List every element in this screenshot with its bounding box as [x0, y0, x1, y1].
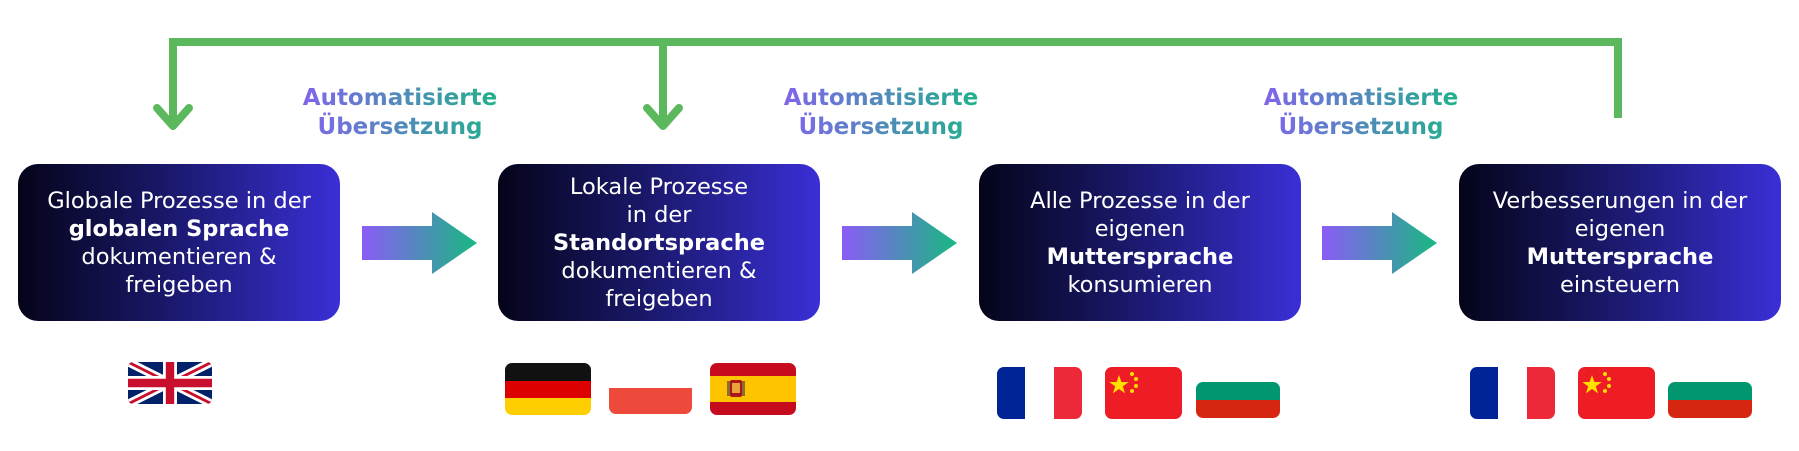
translation-label-3: Automatisierte Übersetzung [1241, 84, 1481, 142]
process-box-text: Globale Prozesse in der globalen Sprache… [47, 187, 311, 298]
china-flag-icon [1578, 367, 1655, 419]
translation-label-2: Automatisierte Übersetzung [761, 84, 1001, 142]
loop-line [169, 38, 1622, 120]
uk-flag-icon [128, 362, 212, 404]
flow-arrow-2 [842, 212, 957, 274]
china-flag-icon [1105, 367, 1182, 419]
flow-arrow-3 [1322, 212, 1437, 274]
process-box-text: Alle Prozesse in der eigenen Muttersprac… [1030, 187, 1250, 298]
flow-arrow-1 [362, 212, 477, 274]
process-box-global: Globale Prozesse in der globalen Sprache… [18, 164, 340, 321]
loop-arrowhead-1 [153, 104, 193, 130]
process-box-text: Lokale Prozesse in der Standortsprache d… [553, 173, 765, 312]
france-flag-icon [1470, 367, 1555, 419]
process-box-consume: Alle Prozesse in der eigenen Muttersprac… [979, 164, 1301, 321]
process-box-local: Lokale Prozesse in der Standortsprache d… [498, 164, 820, 321]
germany-flag-icon [505, 363, 591, 415]
bulgaria-flag-icon [1668, 382, 1752, 418]
poland-flag-icon [609, 366, 692, 414]
loop-arrowhead-2 [643, 104, 683, 130]
translation-label-1: Automatisierte Übersetzung [280, 84, 520, 142]
bulgaria-flag-icon [1196, 382, 1280, 418]
spain-flag-icon [710, 363, 796, 415]
process-box-text: Verbesserungen in der eigenen Mutterspra… [1492, 187, 1748, 298]
process-box-improve: Verbesserungen in der eigenen Mutterspra… [1459, 164, 1781, 321]
france-flag-icon [997, 367, 1082, 419]
